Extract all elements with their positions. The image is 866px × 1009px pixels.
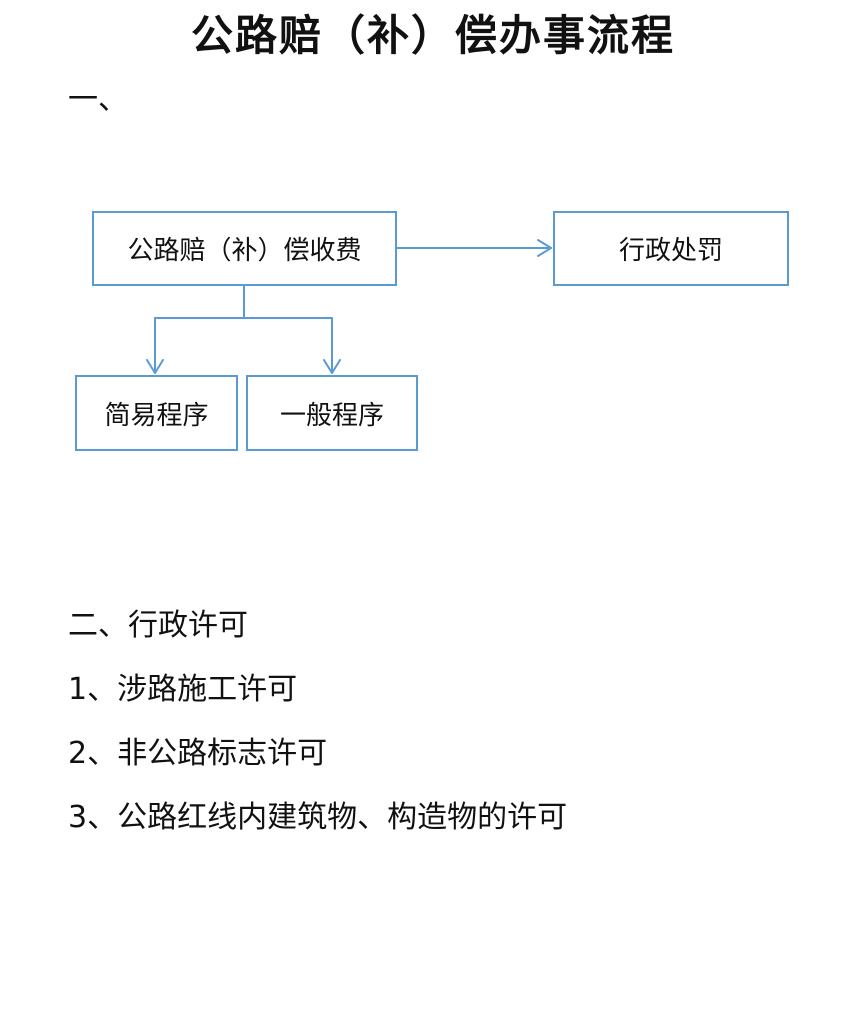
arrowhead-simple <box>146 359 164 374</box>
section-one-label: 一、 <box>68 82 128 117</box>
arrowhead-penalty <box>537 239 552 257</box>
box-general-procedure: 一般程序 <box>246 375 418 451</box>
page-title: 公路赔（补）偿办事流程 <box>190 11 675 60</box>
section-two-heading: 二、行政许可 <box>68 608 248 643</box>
box-compensation-fee: 公路赔（补）偿收费 <box>92 211 397 286</box>
list-item: 2、非公路标志许可 <box>68 736 328 771</box>
arrowhead-general <box>323 359 341 374</box>
section-two: 二、行政许可 1、涉路施工许可 2、非公路标志许可 3、公路红线内建筑物、构造物… <box>68 594 567 850</box>
box-simple-procedure: 简易程序 <box>75 375 238 451</box>
list-item: 3、公路红线内建筑物、构造物的许可 <box>68 800 568 835</box>
list-item: 1、涉路施工许可 <box>68 672 298 707</box>
box-administrative-penalty: 行政处罚 <box>553 211 789 286</box>
